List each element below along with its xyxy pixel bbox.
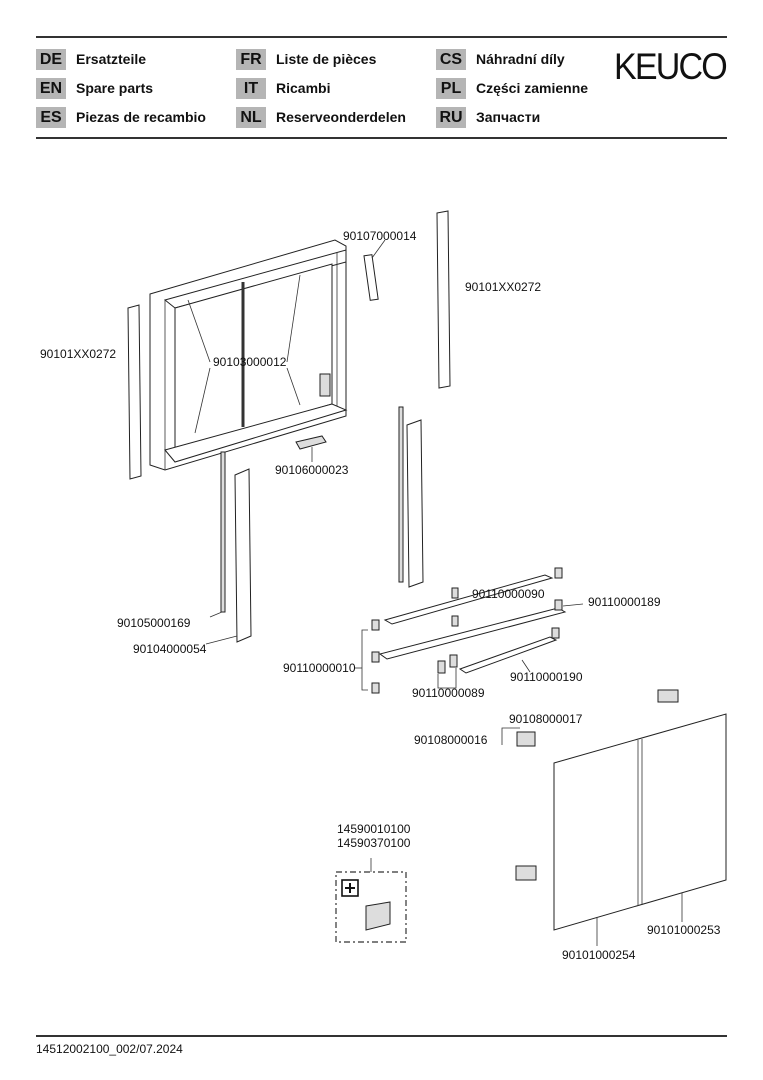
side-panel-left: [127, 304, 142, 480]
strip-left: [234, 468, 252, 643]
part-number: 90105000169: [117, 616, 191, 630]
hinge-bottom: [515, 865, 537, 881]
hinge-mid: [516, 731, 536, 747]
part-number: 90110000090: [472, 587, 545, 601]
lang-it: IT Ricambi: [236, 77, 330, 99]
lang-label: Reserveonderdelen: [276, 109, 406, 125]
part-number: 90106000023: [275, 463, 349, 477]
top-rule: [36, 36, 727, 38]
lang-code: PL: [436, 77, 466, 99]
part-number: 90101XX0272: [465, 280, 541, 294]
shelf-top: [383, 574, 554, 625]
lang-ru: RU Запчасти: [436, 106, 540, 128]
strip-right: [406, 419, 424, 588]
lang-fr: FR Liste de pièces: [236, 48, 376, 70]
lang-label: Spare parts: [76, 80, 154, 96]
lang-pl: PL Części zamienne: [436, 77, 588, 99]
lang-label: Liste de pièces: [276, 51, 377, 67]
bottom-switch: [295, 435, 327, 450]
footer-rule: [36, 1035, 727, 1037]
side-panel-right: [436, 210, 451, 389]
hinge-top: [657, 689, 679, 703]
lang-en: EN Spare parts: [36, 77, 153, 99]
shelf-short: [458, 636, 558, 674]
cabinet-frame: [149, 239, 348, 471]
part-number: 90107000014: [343, 229, 417, 243]
lang-nl: NL Reserveonderdelen: [236, 106, 406, 128]
lang-cs: CS Náhradní díly: [436, 48, 565, 70]
lang-label: Piezas de recambio: [76, 109, 206, 125]
lang-code: FR: [236, 48, 266, 70]
lang-de: DE Ersatzteile: [36, 48, 146, 70]
part-number: 90101000254: [562, 948, 636, 962]
rail-left: [220, 451, 226, 613]
lang-code: DE: [36, 48, 66, 70]
part-number: 90110000189: [588, 595, 661, 609]
part-number: 90110000089: [412, 686, 485, 700]
lang-label: Ricambi: [276, 80, 331, 96]
hinge-cover: [363, 254, 379, 301]
lang-label: Náhradní díly: [476, 51, 565, 67]
part-number: 90110000190: [510, 670, 583, 684]
part-number: 90108000016: [414, 733, 488, 747]
part-number: 90108000017: [509, 712, 583, 726]
lang-label: Запчасти: [476, 109, 541, 125]
first-aid-kit: [365, 901, 391, 931]
lang-es: ES Piezas de recambio: [36, 106, 206, 128]
part-number: 90101000253: [647, 923, 721, 937]
document-id: 14512002100_002/07.2024: [36, 1042, 183, 1056]
rail-right: [398, 406, 404, 583]
part-number: 90104000054: [133, 642, 207, 656]
shelf-long: [378, 607, 567, 660]
part-number: 14590010100: [337, 822, 411, 836]
part-number: 90110000010: [283, 661, 356, 675]
lang-code: EN: [36, 77, 66, 99]
lang-code: RU: [436, 106, 466, 128]
lang-label: Części zamienne: [476, 80, 589, 96]
lang-label: Ersatzteile: [76, 51, 147, 67]
header-bottom-rule: [36, 137, 727, 139]
mirror-doors: [553, 713, 727, 931]
lang-code: IT: [236, 77, 266, 99]
lang-code: CS: [436, 48, 466, 70]
part-number: 14590370100: [337, 836, 411, 850]
lang-code: ES: [36, 106, 66, 128]
keuco-logo: KEUCO: [614, 46, 728, 87]
lang-code: NL: [236, 106, 266, 128]
part-number: 90101XX0272: [40, 347, 116, 361]
part-number: 90103000012: [213, 355, 287, 369]
shelf-brackets: [371, 567, 563, 694]
